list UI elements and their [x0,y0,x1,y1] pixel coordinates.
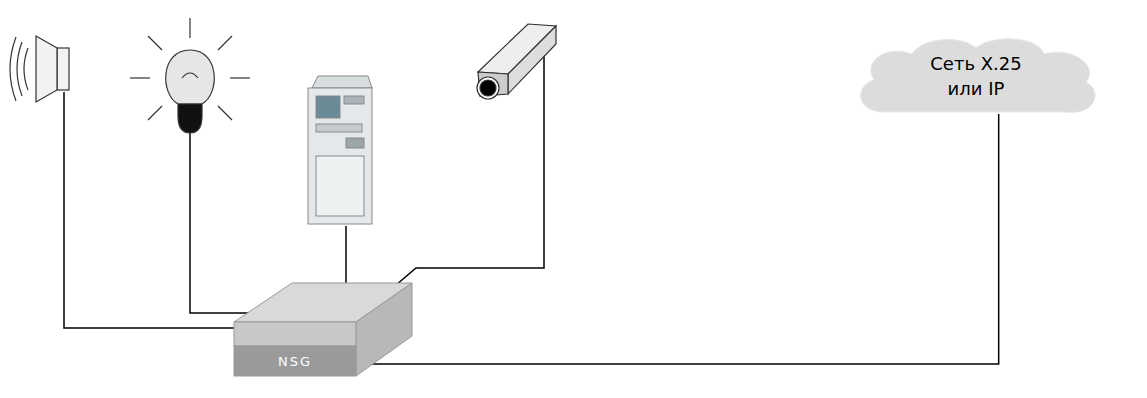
node-label: Сеть X.25 или IP [914,51,1039,101]
nsg-box-3d [234,283,412,376]
cloud-outline [850,36,1102,116]
gateway-box: NSG [234,346,356,376]
network-link [356,114,999,364]
speaker-symbol [10,36,69,102]
lamp-wire [190,133,282,313]
speaker-wire [64,92,262,328]
lamp-symbol [130,18,250,133]
node-label: NSG [278,354,312,369]
network-cloud: Сеть X.25 или IP [850,36,1102,116]
camera-symbol [477,24,556,99]
atm-symbol [308,76,372,224]
